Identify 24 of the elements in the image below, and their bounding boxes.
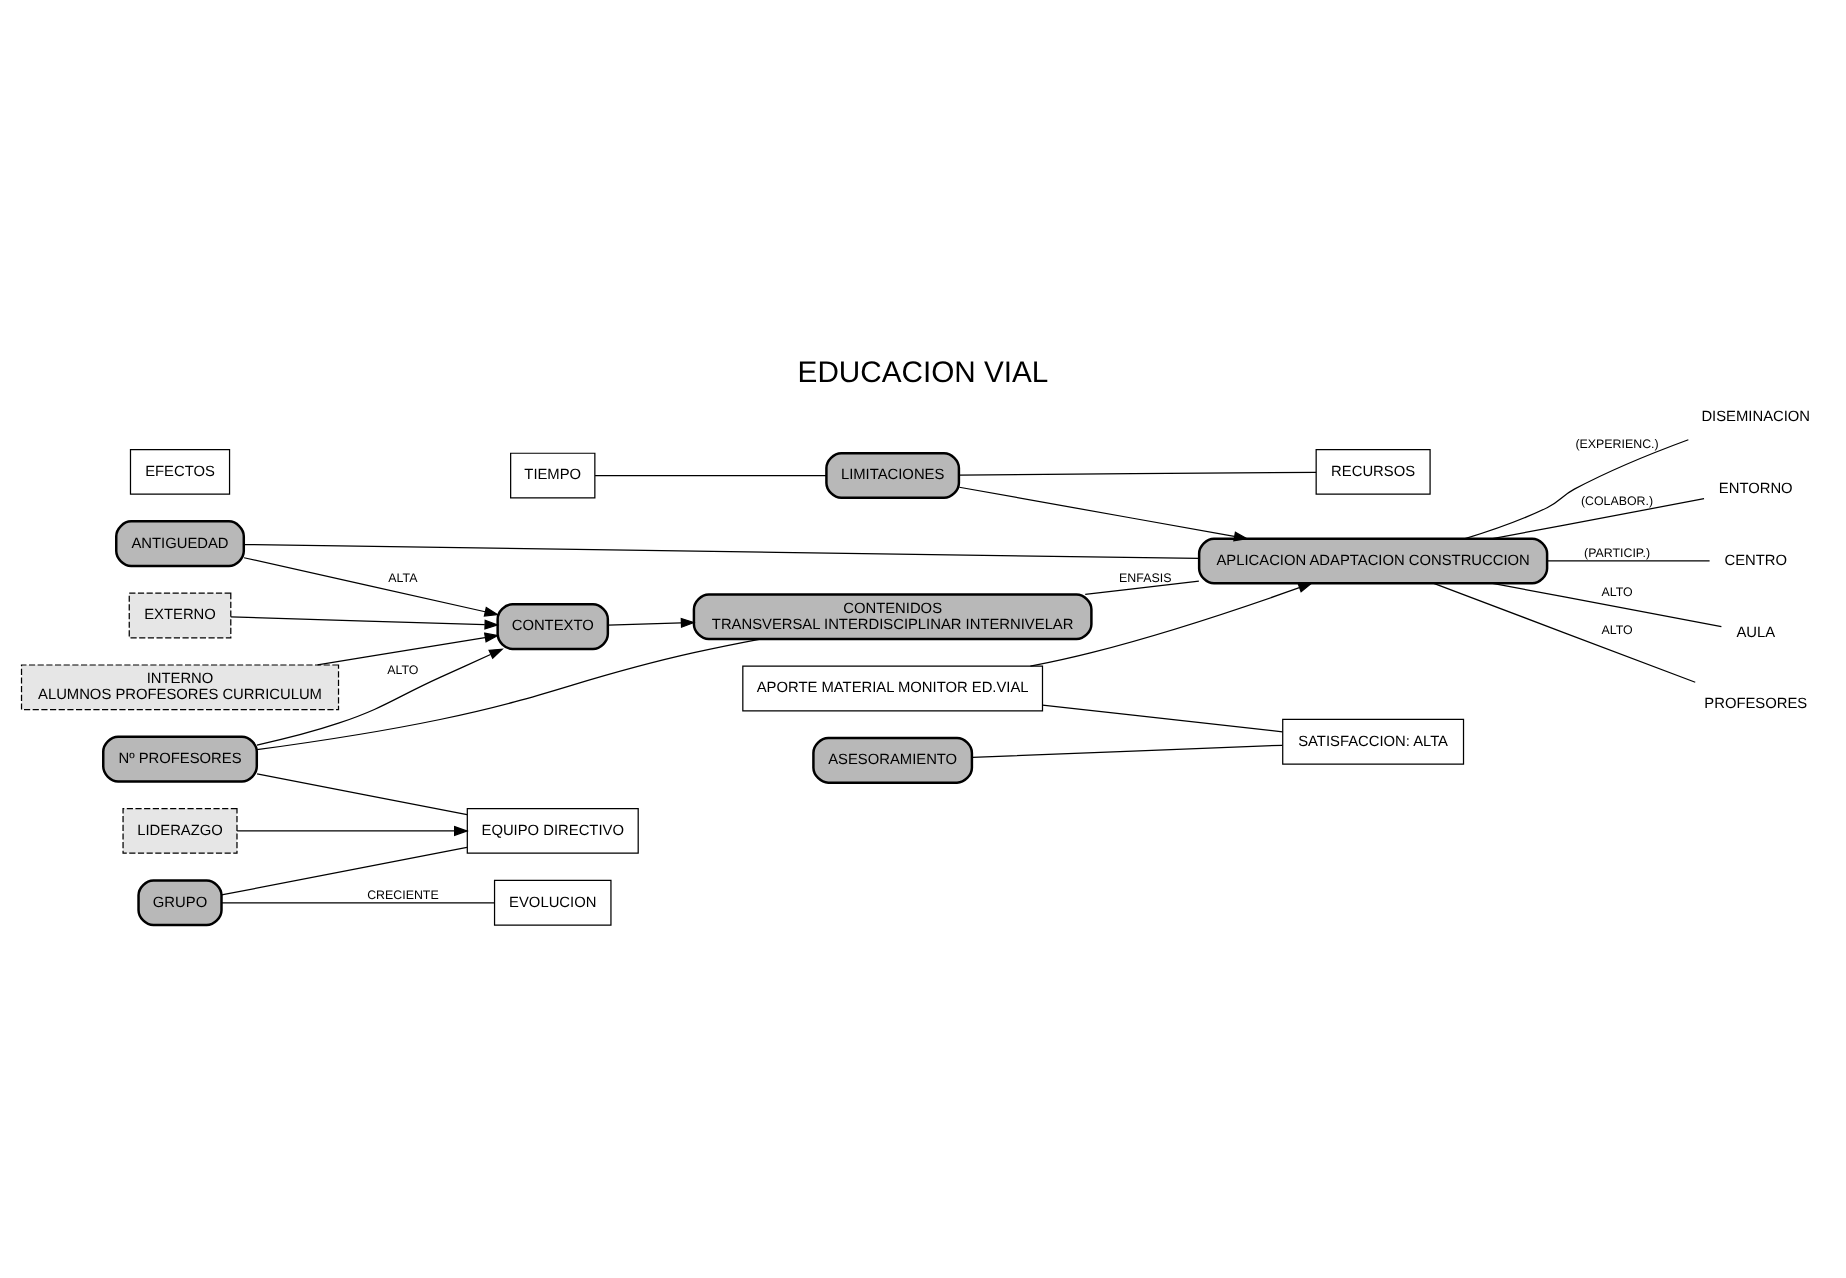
connector [971, 744, 1284, 758]
arrow [236, 825, 469, 837]
connector [1084, 580, 1200, 596]
connector [256, 773, 468, 816]
connector [243, 543, 1200, 560]
connector [1041, 704, 1284, 733]
connector [594, 474, 827, 477]
connector [1433, 582, 1696, 683]
connector [1546, 560, 1711, 562]
connector [1491, 498, 1705, 540]
arrow [1029, 582, 1314, 667]
connector [1464, 439, 1689, 540]
arrow [607, 617, 696, 629]
diagram-title: EDUCACION VIAL [797, 357, 1049, 390]
arrow [316, 632, 500, 666]
connector [220, 846, 468, 896]
connector [256, 638, 762, 751]
connector [958, 471, 1317, 476]
connector [220, 902, 495, 904]
connector [1491, 582, 1722, 628]
arrow [243, 557, 500, 617]
arrow [230, 616, 500, 630]
arrow [958, 486, 1249, 542]
arrow [256, 648, 504, 746]
